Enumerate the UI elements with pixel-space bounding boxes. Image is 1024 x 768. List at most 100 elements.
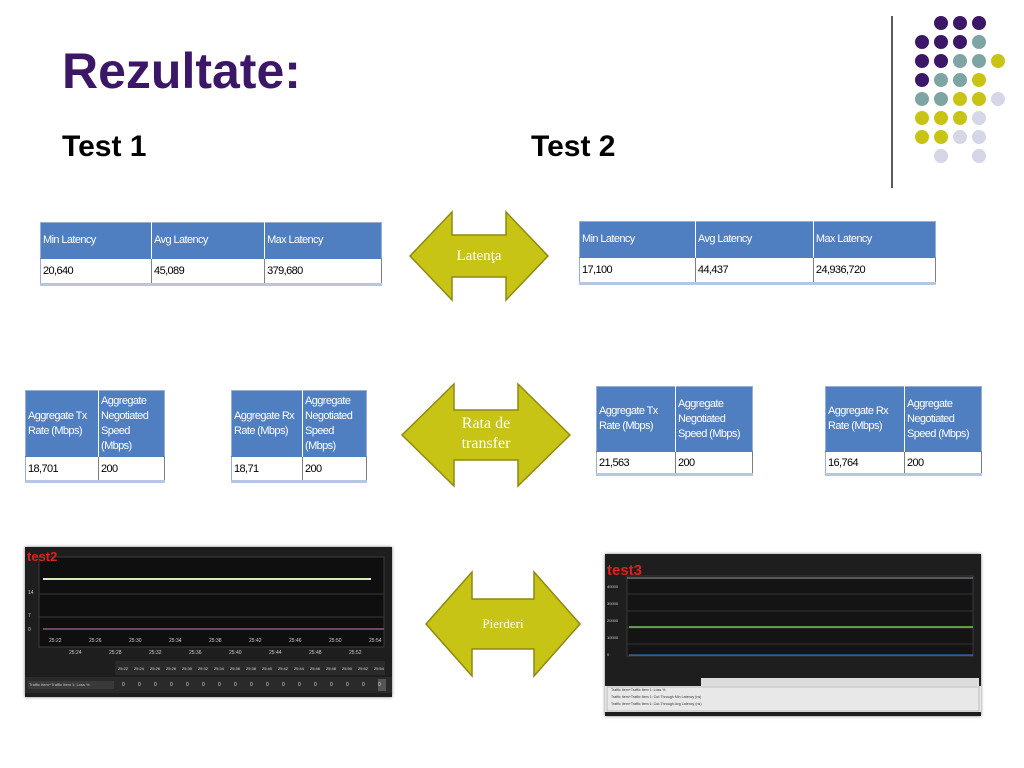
x-tick-label: 25:48 <box>309 650 322 656</box>
table-value-cell: 0 <box>346 682 349 688</box>
y-tick-label: 20000 <box>607 618 619 623</box>
graph-label: test3 <box>607 562 643 579</box>
graph-area <box>25 547 392 697</box>
decorative-dot <box>953 16 967 30</box>
table-value-cell: 0 <box>202 682 205 688</box>
cell-tx-rate: 21,563 <box>596 451 676 476</box>
double-arrow-shape <box>408 210 550 302</box>
cell-min-latency: 17,100 <box>579 257 696 285</box>
table-value-cell: 0 <box>234 682 237 688</box>
table-header-cell: 25:42 <box>278 666 289 671</box>
table-value-cell: 0 <box>218 682 221 688</box>
header-rx-rate: Aggregate Rx Rate (Mbps) <box>231 390 303 457</box>
slide-title: Rezultate: <box>62 43 301 99</box>
legend-text: Traffic Item+Traffic Item 1: Loss % <box>29 682 90 687</box>
test2-rx-rate-table: Aggregate Rx Rate (Mbps) Aggregate Negot… <box>825 386 982 476</box>
table-value-cell: 0 <box>250 682 253 688</box>
table-value-cell: 0 <box>378 682 381 688</box>
decorative-dot <box>972 16 986 30</box>
table-header-cell: 25:22 <box>118 666 129 671</box>
cell-negotiated-speed: 200 <box>302 456 367 483</box>
header-rx-rate: Aggregate Rx Rate (Mbps) <box>825 386 905 452</box>
table-value-cell: 0 <box>298 682 301 688</box>
header-negotiated-speed: Aggregate Negotiated Speed (Mbps) <box>904 386 982 452</box>
decorative-dot <box>991 54 1005 68</box>
x-tick-label: 25:30 <box>129 638 142 644</box>
header-min-latency: Min Latency <box>40 222 153 259</box>
decorative-dot <box>915 35 929 49</box>
decorative-dot <box>934 16 948 30</box>
x-tick-label: 25:28 <box>109 650 122 656</box>
decorative-dot <box>934 35 948 49</box>
x-tick-label: 25:54 <box>369 638 382 644</box>
x-tick-label: 25:38 <box>209 638 222 644</box>
decorative-dot <box>934 130 948 144</box>
table-header-cell: 25:34 <box>214 666 225 671</box>
graph-area <box>605 554 981 716</box>
header-tx-rate: Aggregate Tx Rate (Mbps) <box>25 390 99 457</box>
y-tick-label: 14 <box>28 590 34 596</box>
latency-double-arrow <box>408 210 550 302</box>
header-min-latency: Min Latency <box>579 221 696 258</box>
table-value-cell: 0 <box>314 682 317 688</box>
decorative-dot <box>953 35 967 49</box>
y-tick-label: 40000 <box>607 584 619 589</box>
test2-label: Test 2 <box>531 130 616 163</box>
test1-tx-rate-table: Aggregate Tx Rate (Mbps) Aggregate Negot… <box>25 390 165 483</box>
cell-max-latency: 379,680 <box>264 258 382 286</box>
test1-latency-table: Min Latency Avg Latency Max Latency 20,6… <box>40 222 382 286</box>
table-header-cell: 25:40 <box>262 666 273 671</box>
table-header-cell: 25:36 <box>230 666 241 671</box>
decorative-dot <box>972 149 986 163</box>
header-avg-latency: Avg Latency <box>695 221 814 258</box>
test2-latency-table: Min Latency Avg Latency Max Latency 17,1… <box>579 221 937 285</box>
decorative-dot <box>972 35 986 49</box>
rate-double-arrow <box>400 382 572 488</box>
legend-row: Traffic Item+Traffic Item 1: Loss % <box>611 688 666 692</box>
x-tick-label: 25:36 <box>189 650 202 656</box>
table-header-cell: 25:52 <box>358 666 369 671</box>
latency-arrow-label: Latenţa <box>456 248 502 264</box>
decorative-dots <box>0 0 1024 190</box>
y-tick-label: 0 <box>607 652 610 657</box>
decorative-dot <box>915 92 929 106</box>
x-tick-label: 25:26 <box>89 638 102 644</box>
cell-max-latency: 24,936,720 <box>813 257 937 285</box>
cell-avg-latency: 44,437 <box>695 257 814 285</box>
header-negotiated-speed: Aggregate Negotiated Speed (Mbps) <box>98 390 165 457</box>
loss-arrow-label: Pierderi <box>482 616 524 631</box>
decorative-dot <box>972 130 986 144</box>
table-value-cell: 0 <box>266 682 269 688</box>
header-max-latency: Max Latency <box>264 222 382 259</box>
x-tick-label: 25:46 <box>289 638 302 644</box>
double-arrow-shape <box>424 570 582 678</box>
table-header-cell: 25:44 <box>294 666 305 671</box>
decorative-dot <box>915 130 929 144</box>
decorative-dot <box>953 92 967 106</box>
x-tick-label: 25:32 <box>149 650 162 656</box>
cell-avg-latency: 45,089 <box>151 258 266 286</box>
y-tick-label: 30000 <box>607 601 619 606</box>
table-header-cell: 25:50 <box>342 666 353 671</box>
table-header-cell: 25:54 <box>374 666 385 671</box>
cell-negotiated-speed: 200 <box>98 456 165 483</box>
decorative-dot <box>934 73 948 87</box>
table-value-cell: 0 <box>154 682 157 688</box>
cell-rx-rate: 16,764 <box>825 451 905 476</box>
decorative-dot <box>915 111 929 125</box>
y-tick-label: 0 <box>28 627 31 633</box>
decorative-dot <box>915 73 929 87</box>
header-tx-rate: Aggregate Tx Rate (Mbps) <box>596 386 676 452</box>
cell-negotiated-speed: 200 <box>675 451 753 476</box>
graph-label: test2 <box>27 549 58 564</box>
table-value-cell: 0 <box>330 682 333 688</box>
decorative-dot <box>953 130 967 144</box>
table-header-cell: 25:26 <box>150 666 161 671</box>
table-value-cell: 0 <box>138 682 141 688</box>
decorative-dot <box>972 73 986 87</box>
test1-rx-rate-table: Aggregate Rx Rate (Mbps) Aggregate Negot… <box>231 390 367 483</box>
table-value-cell: 0 <box>362 682 365 688</box>
decorative-dot <box>934 54 948 68</box>
header-avg-latency: Avg Latency <box>151 222 266 259</box>
